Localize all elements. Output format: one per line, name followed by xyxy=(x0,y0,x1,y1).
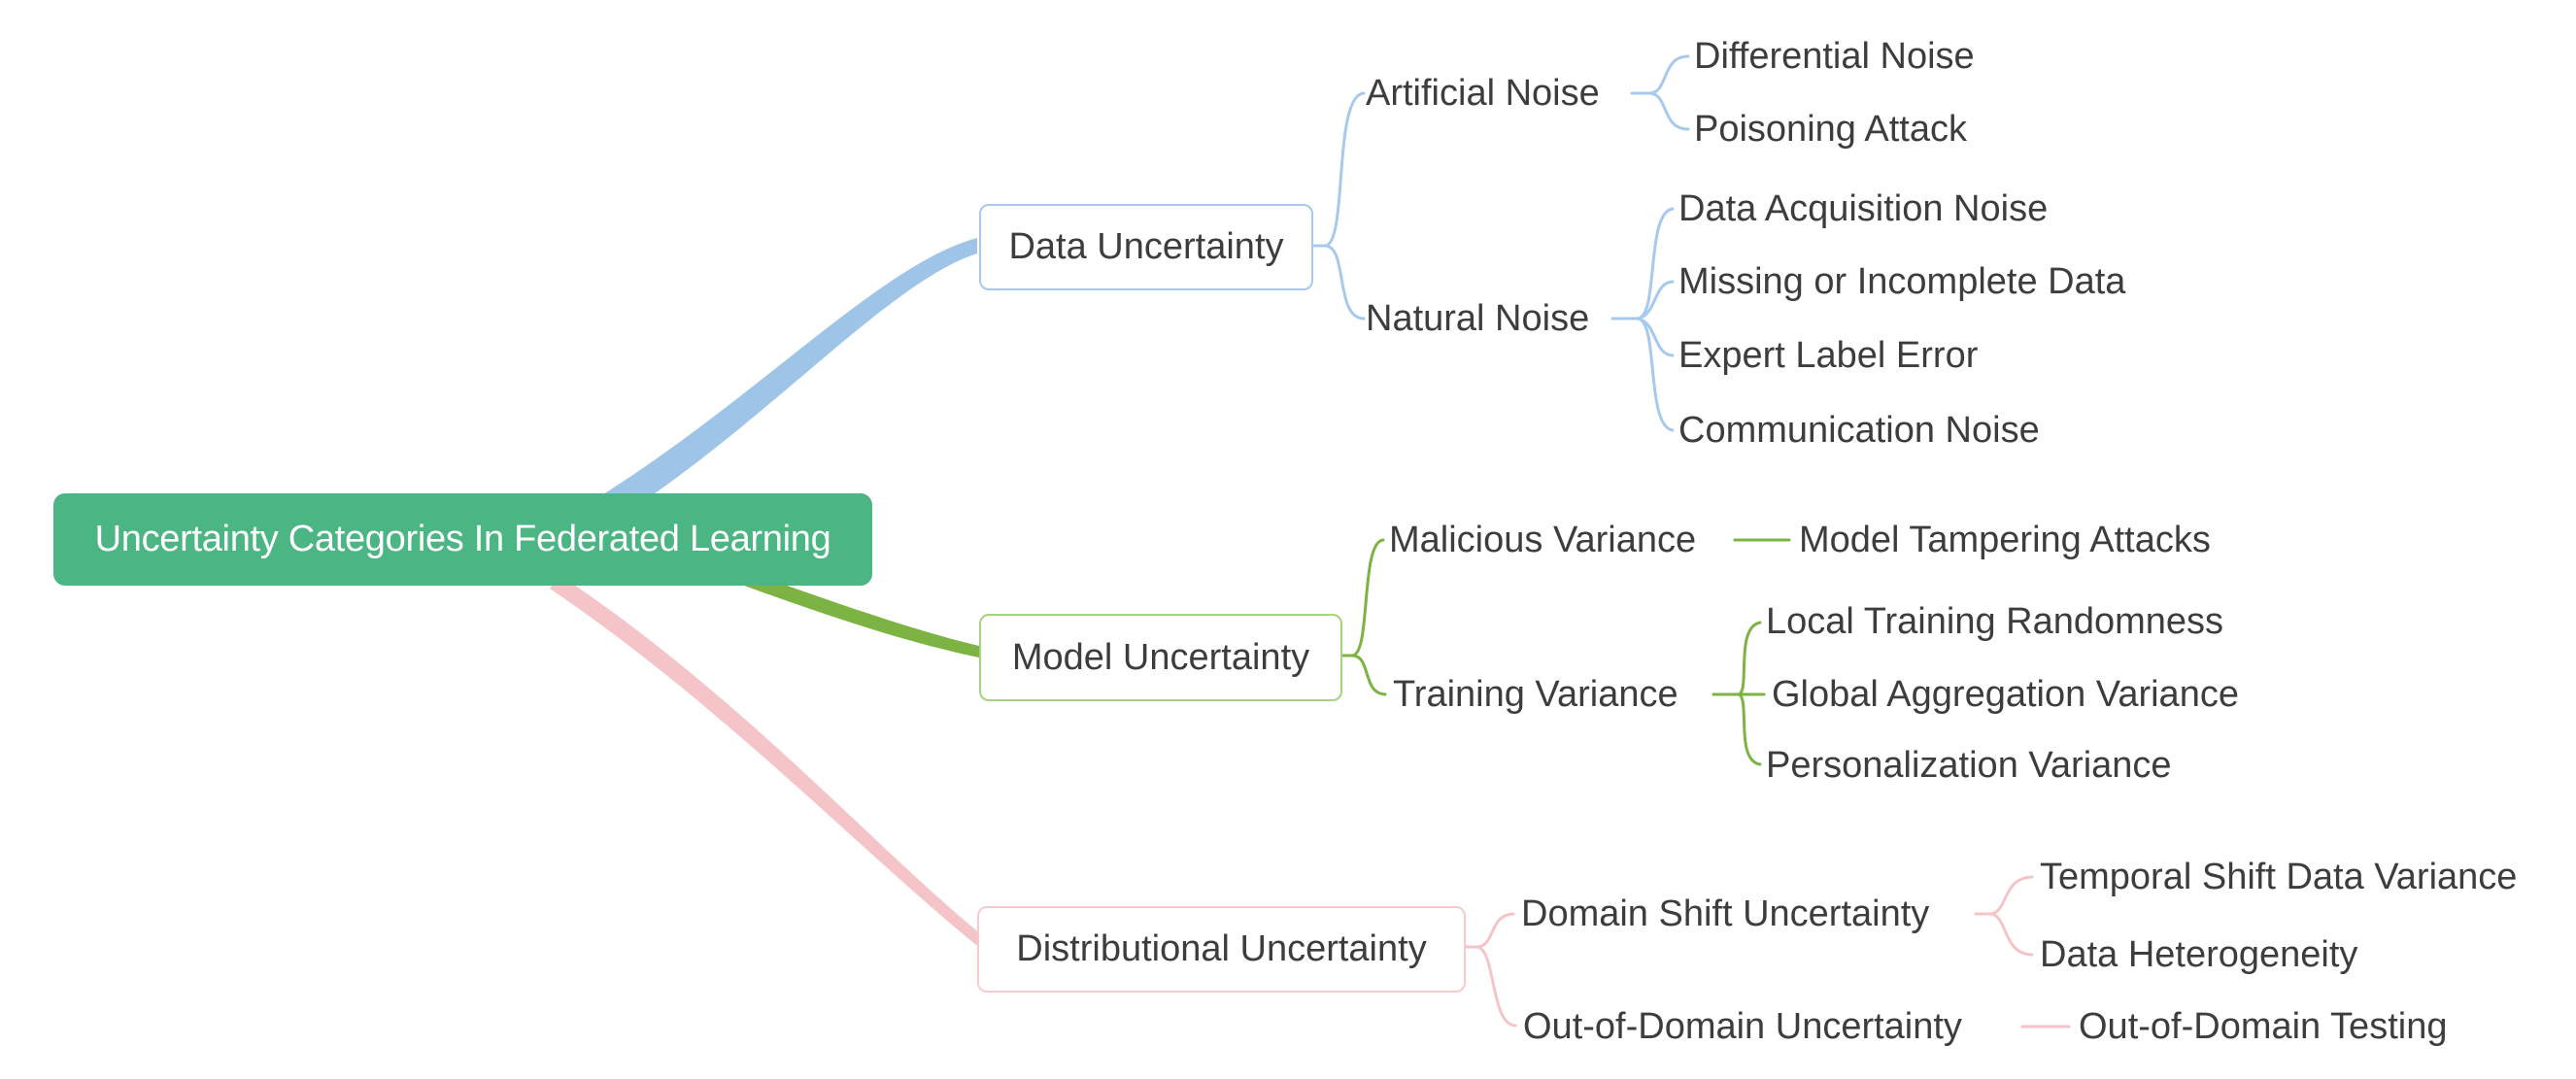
edge-root-to-data-uncertainty xyxy=(583,238,977,534)
edge-data-to-natural-noise xyxy=(1323,244,1366,320)
edge-training-to-local xyxy=(1737,621,1762,696)
edge-artificial-to-differential xyxy=(1647,54,1690,95)
edge-dist-to-domain-shift xyxy=(1474,912,1515,949)
node-temporal-shift-data-variance[interactable]: Temporal Shift Data Variance xyxy=(2040,857,2518,897)
edge-natural-to-acquisition xyxy=(1636,207,1675,320)
node-differential-noise[interactable]: Differential Noise xyxy=(1694,36,1975,77)
edge-model-to-malicious xyxy=(1350,538,1385,658)
edges-distributional-uncertainty xyxy=(1460,875,2071,1028)
node-out-of-domain-uncertainty[interactable]: Out-of-Domain Uncertainty xyxy=(1523,1006,1962,1047)
node-data-uncertainty[interactable]: Data Uncertainty xyxy=(979,204,1313,290)
node-global-aggregation-variance[interactable]: Global Aggregation Variance xyxy=(1772,674,2239,715)
edge-domain-shift-to-temporal xyxy=(1987,875,2034,916)
node-personalization-variance[interactable]: Personalization Variance xyxy=(1766,745,2172,786)
edge-model-to-training xyxy=(1350,654,1387,696)
edges-model-uncertainty xyxy=(1337,538,1791,766)
edge-natural-to-communication xyxy=(1636,317,1675,432)
edge-data-to-artificial-noise xyxy=(1323,91,1366,248)
edge-domain-shift-to-heterogeneity xyxy=(1987,912,2034,957)
node-model-uncertainty[interactable]: Model Uncertainty xyxy=(979,614,1342,701)
edge-training-to-personalization xyxy=(1737,692,1762,766)
node-malicious-variance[interactable]: Malicious Variance xyxy=(1389,520,1697,560)
node-expert-label-error[interactable]: Expert Label Error xyxy=(1678,335,1979,376)
node-artificial-noise[interactable]: Artificial Noise xyxy=(1366,73,1600,114)
node-local-training-randomness[interactable]: Local Training Randomness xyxy=(1766,601,2224,642)
edge-dist-to-out-of-domain xyxy=(1474,945,1517,1028)
node-domain-shift-uncertainty[interactable]: Domain Shift Uncertainty xyxy=(1521,894,1930,934)
node-out-of-domain-testing[interactable]: Out-of-Domain Testing xyxy=(2079,1006,2448,1047)
node-data-heterogeneity[interactable]: Data Heterogeneity xyxy=(2040,934,2358,975)
root-node[interactable]: Uncertainty Categories In Federated Lear… xyxy=(53,493,872,586)
node-natural-noise[interactable]: Natural Noise xyxy=(1366,298,1590,339)
node-communication-noise[interactable]: Communication Noise xyxy=(1678,410,2040,451)
node-missing-or-incomplete-data[interactable]: Missing or Incomplete Data xyxy=(1678,261,2126,302)
node-training-variance[interactable]: Training Variance xyxy=(1393,674,1678,715)
edges-data-uncertainty xyxy=(1307,54,1690,432)
node-model-tampering-attacks[interactable]: Model Tampering Attacks xyxy=(1799,520,2211,560)
edge-root-to-distributional-uncertainty xyxy=(550,575,981,949)
node-distributional-uncertainty[interactable]: Distributional Uncertainty xyxy=(977,906,1466,993)
node-poisoning-attack[interactable]: Poisoning Attack xyxy=(1694,109,1967,150)
edge-artificial-to-poisoning xyxy=(1647,91,1690,131)
node-data-acquisition-noise[interactable]: Data Acquisition Noise xyxy=(1678,188,2049,229)
edge-natural-to-missing xyxy=(1636,280,1675,320)
